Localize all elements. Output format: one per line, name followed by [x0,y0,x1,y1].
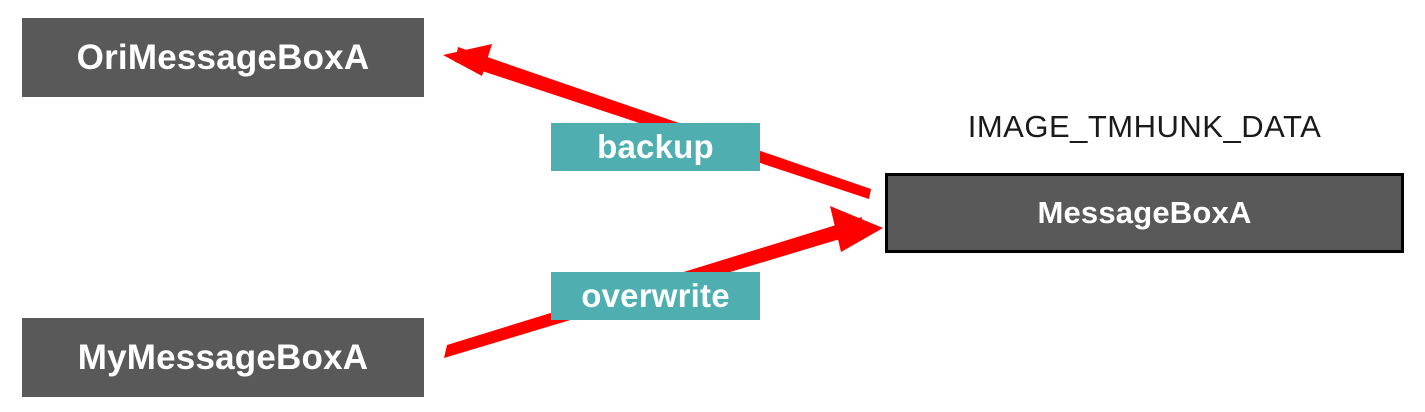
node-target-messagebox[interactable]: MessageBoxA [885,173,1404,253]
edge-label-backup[interactable]: backup [551,123,760,171]
node-ori-messagebox[interactable]: OriMessageBoxA [22,18,424,97]
node-my-messagebox[interactable]: MyMessageBoxA [22,318,424,397]
node-ori-messagebox-label: OriMessageBoxA [76,37,370,77]
arrow-backup [443,44,871,199]
target-section-caption: IMAGE_TMHUNK_DATA [967,109,1322,144]
node-my-messagebox-label: MyMessageBoxA [77,337,369,377]
edge-label-overwrite-text: overwrite [581,277,730,314]
edge-label-overwrite[interactable]: overwrite [551,272,760,320]
edge-label-backup-text: backup [597,128,714,165]
node-target-messagebox-label: MessageBoxA [1037,195,1252,230]
